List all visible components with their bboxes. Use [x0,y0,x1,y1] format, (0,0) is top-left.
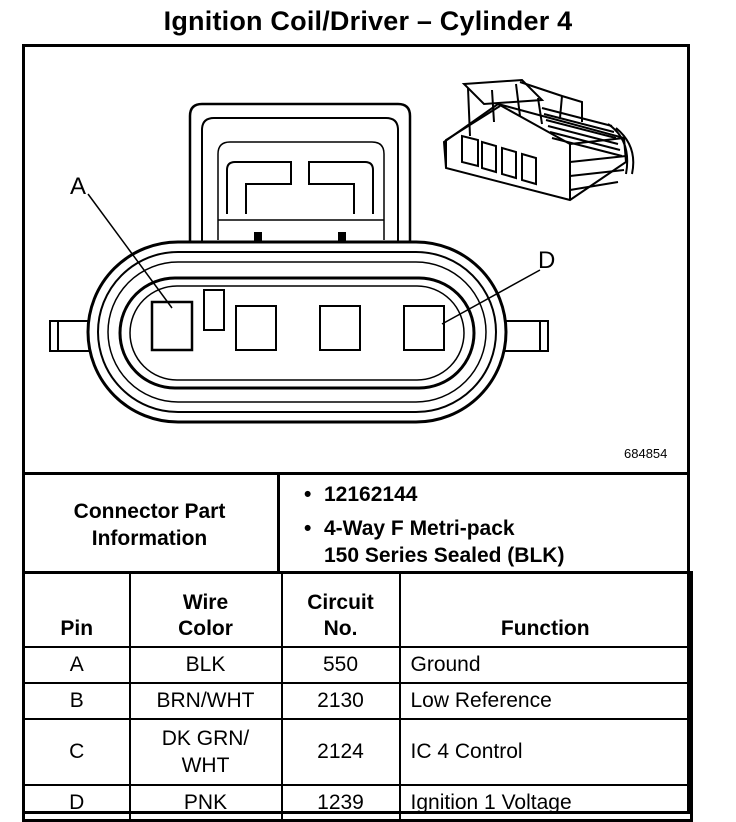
connector-info-item: • 4-Way F Metri-pack 150 Series Sealed (… [304,515,565,569]
circuit-cell: 2130 [280,681,401,720]
function-cell: Ignition 1 Voltage [398,783,693,822]
function-cell: Low Reference [398,681,693,720]
table-row: B BRN/WHT 2130 Low Reference [22,681,693,720]
header-pin: Pin [22,571,131,648]
table-row: A BLK 550 Ground [22,645,693,684]
pin-cell: C [22,717,131,786]
wire-color-cell: BRN/WHT [128,681,283,720]
connector-series: 150 Series Sealed (BLK) [324,544,565,567]
header-function: Function [398,571,693,648]
connector-info-item: • 12162144 [304,481,418,508]
connector-type: 4-Way F Metri-pack [324,517,515,540]
pin-label-a: A [70,173,86,200]
connector-diagram: A D [22,44,690,472]
figure-number: 684854 [624,446,668,461]
wire-color-cell: PNK [128,783,283,822]
connector-info-label-line2: Information [91,526,208,550]
function-cell: Ground [398,645,693,684]
connector-info-list: • 12162144 • 4-Way F Metri-pack 150 Seri… [280,475,690,572]
connector-info-label: Connector Part Information [22,475,280,572]
connector-info-label-line1: Connector Part [73,499,226,523]
wire-color-cell: BLK [128,645,283,684]
header-wire-color: Wire Color [128,571,283,648]
connector-3d-icon [442,78,635,202]
bullet-icon: • [304,517,312,540]
bullet-icon: • [304,483,312,506]
header-circuit: Circuit No. [280,571,401,648]
table-row: D PNK 1239 Ignition 1 Voltage [22,783,693,822]
pin-table-header: Pin Wire Color Circuit No. Function [22,571,693,648]
pin-cell: B [22,681,131,720]
pin-label-d: D [538,247,555,274]
wire-color-cell: DK GRN/ WHT [128,717,283,786]
part-number: 12162144 [324,483,418,506]
circuit-cell: 2124 [280,717,401,786]
page-title: Ignition Coil/Driver – Cylinder 4 [163,6,573,36]
circuit-cell: 550 [280,645,401,684]
table-row: C DK GRN/ WHT 2124 IC 4 Control [22,717,693,786]
connector-face-icon [49,102,549,424]
pin-table: Pin Wire Color Circuit No. Function A BL… [22,571,693,822]
pin-cell: A [22,645,131,684]
pin-cell: D [22,783,131,822]
function-cell: IC 4 Control [398,717,693,786]
connector-info-row: Connector Part Information • 12162144 • … [22,472,690,572]
circuit-cell: 1239 [280,783,401,822]
